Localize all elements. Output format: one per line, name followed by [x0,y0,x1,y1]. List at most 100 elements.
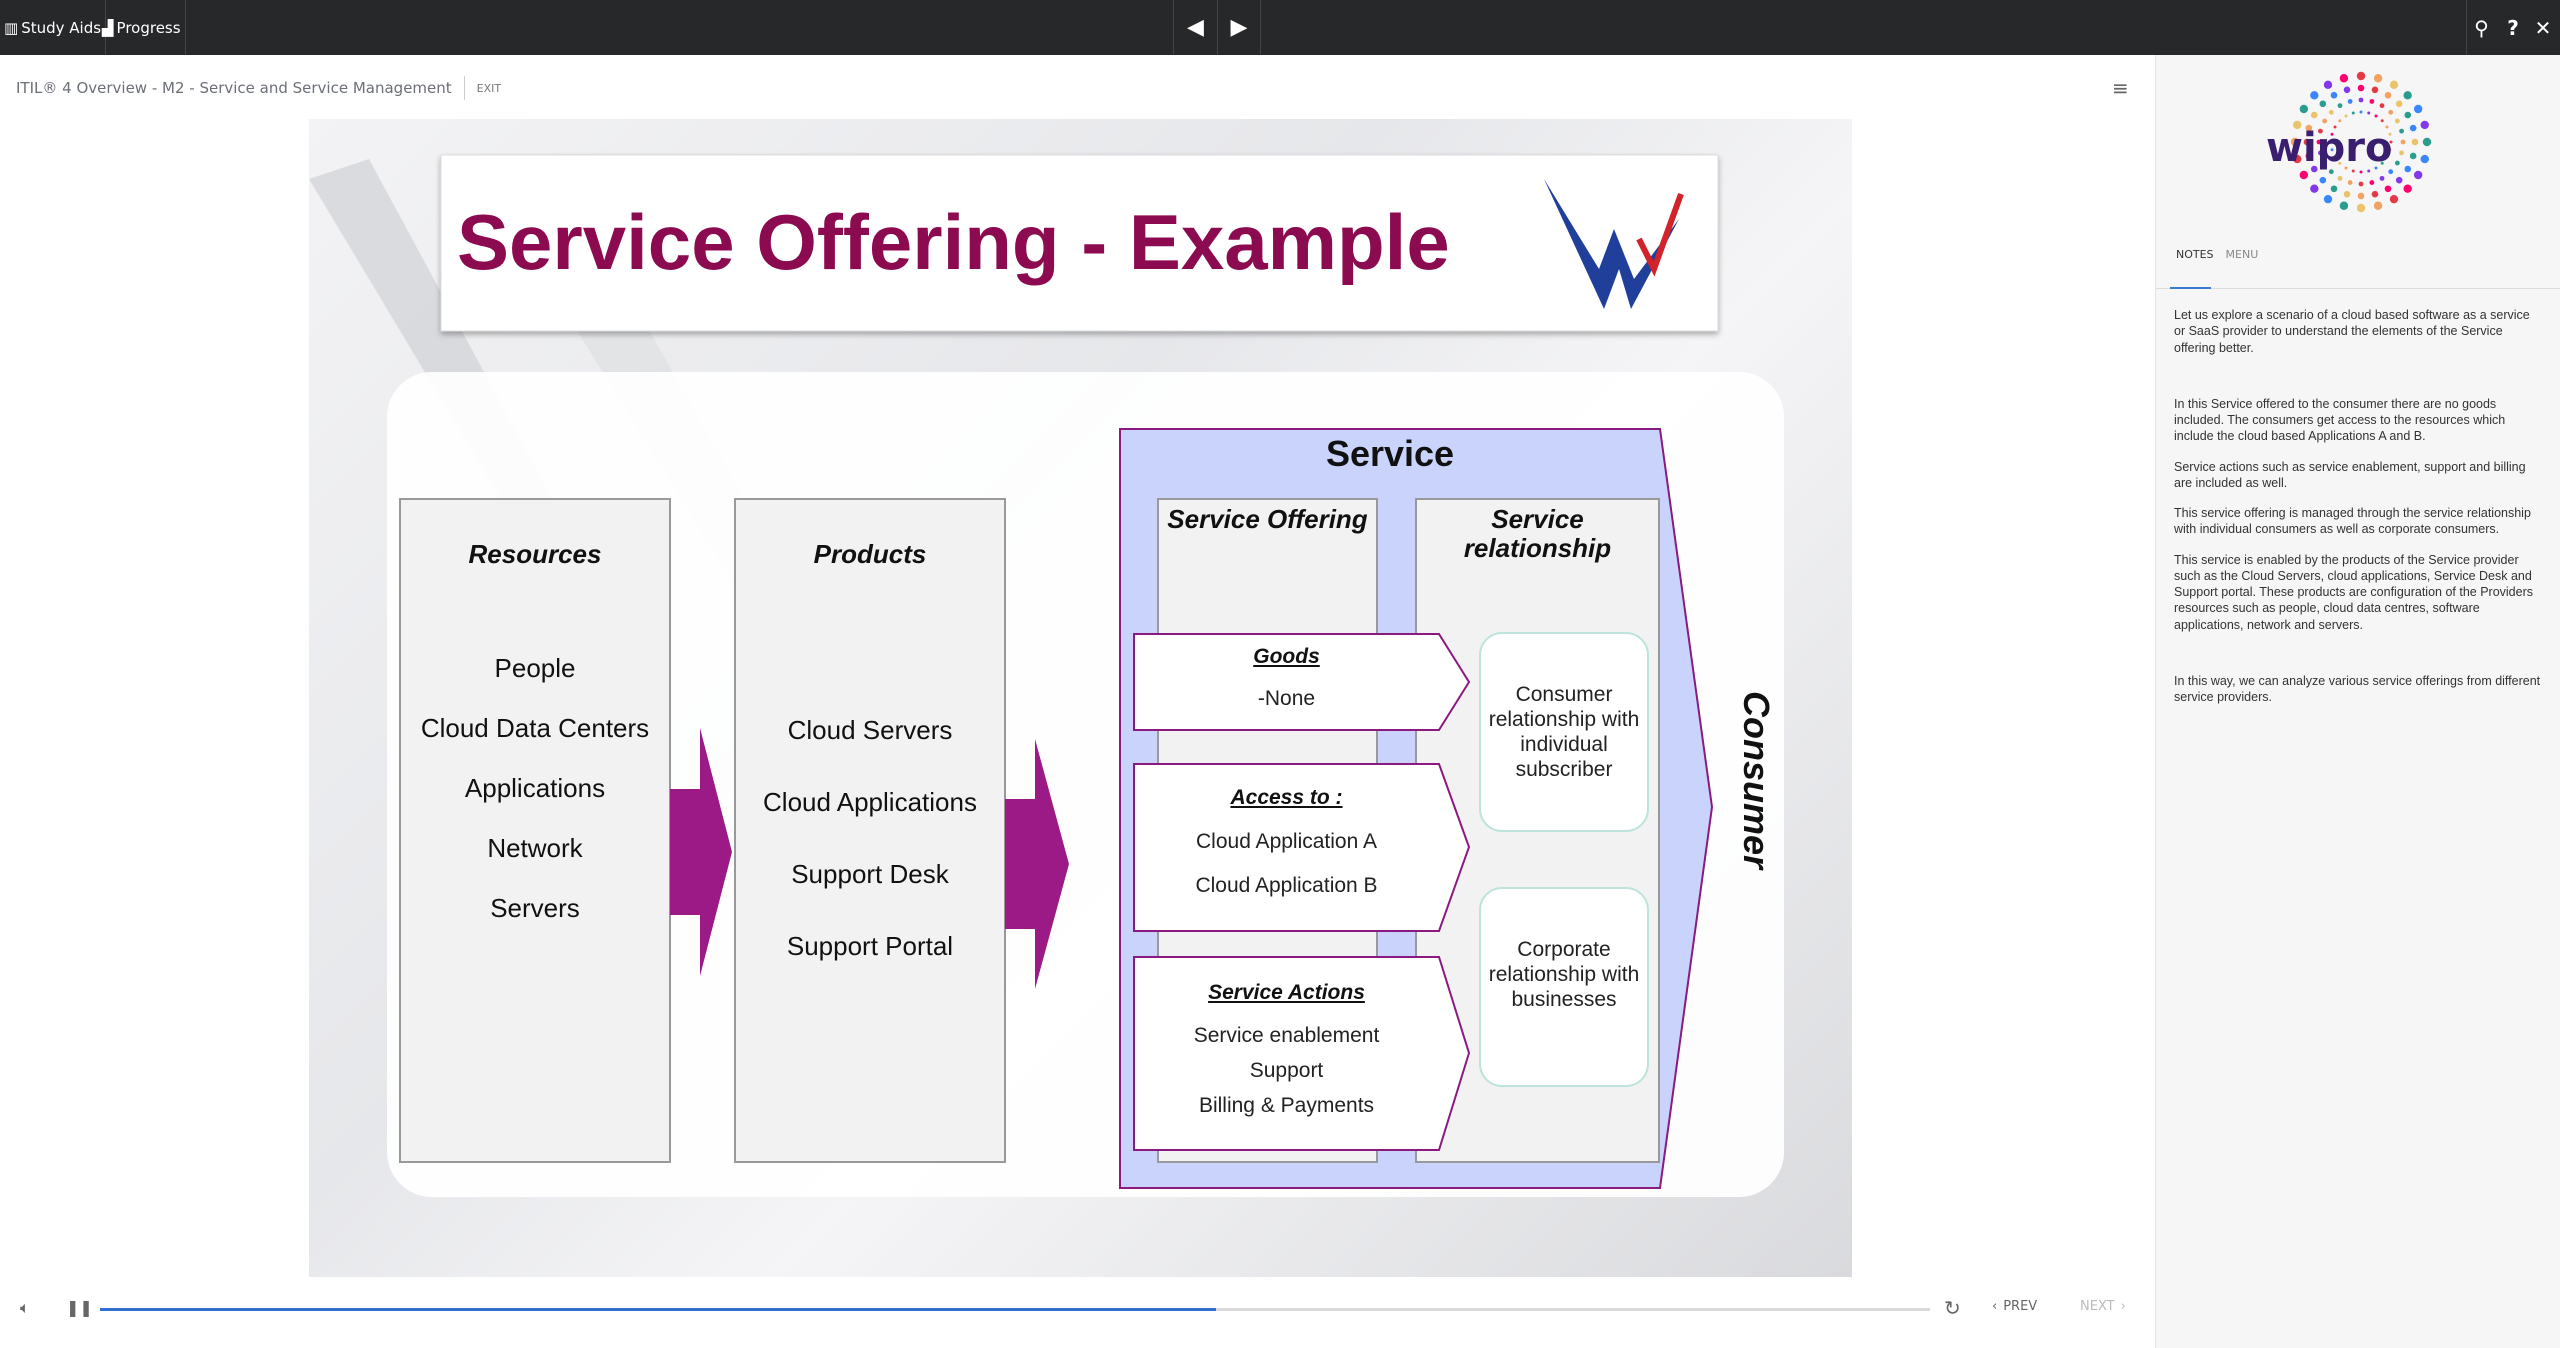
logo-dot [2339,201,2349,210]
logo-dot [2293,154,2302,164]
logo-dot [2318,128,2323,134]
search-icon[interactable]: ⚲ [2466,0,2496,55]
logo-dot [2389,194,2399,204]
logo-dot [2329,140,2333,144]
logo-dot [2371,190,2379,198]
progress-button[interactable]: ▟Progress [98,0,186,55]
chevron-left-icon: ‹ [1992,1299,1998,1314]
wipro-logo: wipro [2266,71,2432,213]
tab-notes[interactable]: NOTES [2176,248,2214,261]
list-item: Servers [490,893,580,923]
menu-icon[interactable]: ≡ [2112,76,2129,100]
corporate-relationship: Corporate relationship with businesses [1488,938,1640,1011]
logo-dot [2322,160,2328,166]
player-controls: 🔈︎ ❚❚ ↻ ‹PREV NEXT› [0,1290,2155,1330]
access-shape [1133,763,1471,932]
logo-dot [2330,185,2338,193]
logo-dot [2388,132,2392,136]
logo-dot [2343,190,2351,198]
goods-shape [1133,633,1471,731]
logo-dot [2299,104,2309,114]
slide-title: Service Offering - Example [457,198,1450,286]
products-heading: Products [813,539,927,569]
resources-heading: Resources [468,539,602,569]
breadcrumb: ITIL® 4 Overview - M2 - Service and Serv… [16,76,501,100]
study-aids-button[interactable]: ▥Study Aids [0,0,107,55]
close-icon[interactable]: ✕ [2534,15,2552,40]
arrow-right-icon [1005,739,1069,989]
logo-dot [2322,118,2328,124]
note-paragraph: In this Service offered to the consumer … [2174,396,2506,444]
list-item: Cloud Application A [1196,830,1377,853]
logo-dot [2395,100,2403,108]
logo-dot [2299,170,2309,180]
access-block: Access to : Cloud Application A Cloud Ap… [1134,786,1439,898]
progress-fill [100,1308,1217,1311]
logo-dot [2328,109,2334,115]
logo-dot [2359,110,2363,114]
access-heading: Access to : [1230,786,1343,809]
chevron-right-icon: › [2120,1299,2126,1314]
arrow-right-icon [670,728,732,976]
help-icon[interactable]: ? [2507,15,2519,40]
products-column: Products Cloud Servers Cloud Application… [735,539,1005,982]
pause-icon[interactable]: ❚❚ [66,1298,93,1317]
logo-dot [2333,125,2337,129]
actions-heading: Service Actions [1208,981,1365,1004]
next-slide-arrow-icon[interactable]: ▶ [1217,0,1261,55]
logo-dot [2374,166,2378,170]
logo-dot [2323,194,2333,204]
next-button[interactable]: NEXT› [2080,1299,2126,1314]
list-item: Cloud Application B [1195,874,1378,897]
note-paragraph: Let us explore a scenario of a cloud bas… [2174,308,2530,355]
products-box [734,498,1006,1163]
replay-icon[interactable]: ↻ [1944,1296,1961,1320]
logo-dot [2330,132,2334,136]
logo-dot [2343,86,2351,94]
books-icon: ▥ [4,18,19,37]
actions-block: Service Actions Service enablement Suppo… [1134,981,1439,1118]
logo-dot [2328,169,2334,175]
logo-dot [2384,91,2392,99]
prev-slide-arrow-icon[interactable]: ◀ [1173,0,1217,55]
logo-dot [2394,118,2400,124]
logo-dot [2347,180,2353,185]
list-item: Support [1249,1059,1324,1082]
resources-column: Resources People Cloud Data Centers Appl… [400,539,670,938]
service-heading: Service [1325,433,1455,474]
top-bar: ▥Study Aids ▟Progress ◀ ▶ ⚲ ? ✕ [0,0,2560,55]
logo-dot [2388,148,2392,152]
sidebar-tabs: NOTES MENU [2176,248,2258,261]
logo-dot [2358,181,2364,187]
logo-dot [2369,99,2375,104]
tab-menu[interactable]: MENU [2225,248,2259,261]
sidebar: wipro NOTES MENU Let us explore a scenar… [2155,55,2560,1348]
logo-dot [2409,152,2417,160]
goods-block: Goods -None [1134,645,1439,711]
list-item: Cloud Applications [763,787,977,817]
prev-button[interactable]: ‹PREV [1992,1299,2038,1314]
exit-button[interactable]: EXIT [476,81,502,95]
logo-dot [2344,166,2348,170]
logo-dot [2388,169,2394,175]
progress-track[interactable] [100,1308,1930,1311]
volume-icon[interactable]: 🔈︎ [20,1298,30,1317]
service-relationship-heading: Service relationship [1463,504,1612,563]
logo-dot [2290,137,2300,147]
list-item: Applications [464,773,606,803]
logo-dot [2356,203,2366,213]
logo-dot [2422,137,2432,147]
list-item: -None [1257,687,1316,710]
logo-dot [2319,176,2327,184]
logo-dot [2347,99,2353,104]
title-box [440,154,1719,332]
logo-dot [2357,192,2365,200]
slide-graphics [309,154,1784,1197]
logo-dot [2409,124,2417,132]
logo-dot [2351,111,2355,115]
logo-dot [2369,180,2375,185]
bar-chart-icon: ▟ [102,18,114,37]
relationship-box [1479,887,1649,1087]
logo-dot [2330,148,2334,152]
logo-dot [2310,165,2318,173]
